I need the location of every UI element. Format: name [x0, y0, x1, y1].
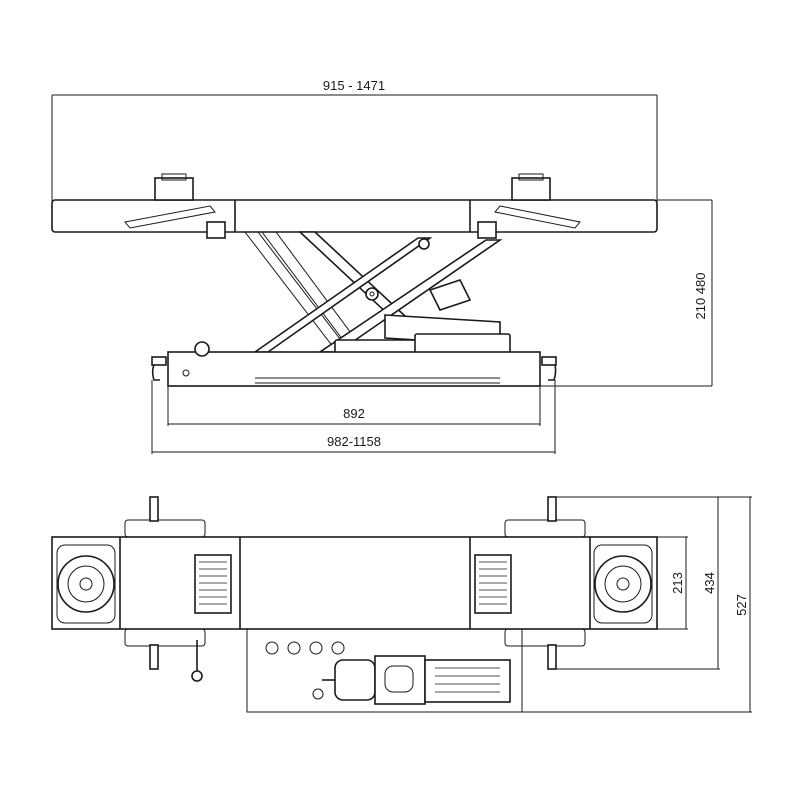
right-pad-top [593, 544, 653, 624]
release-knob [194, 341, 210, 357]
grip-block-right [474, 554, 512, 614]
wheel-bottom-left-icon [149, 644, 159, 670]
pad-spacing-label: 213 [670, 572, 685, 594]
pump-motor [334, 659, 376, 701]
top-width-label: 915 - 1471 [323, 78, 385, 93]
left-pad-top [56, 544, 116, 624]
pad-spacing-dimension: 213 [640, 536, 688, 630]
pump-base-top [246, 628, 523, 713]
wheel-top-right-icon [547, 496, 557, 522]
top-view: 213 434 527 [51, 496, 752, 713]
wheel-top-left-icon [149, 496, 159, 522]
wheel-bottom-right-icon [547, 644, 557, 670]
right-lift-pad [511, 177, 551, 201]
arm-spacing-label: 434 [702, 572, 717, 594]
base-frame [151, 341, 557, 387]
arm-spacing-dimension: 434 [556, 496, 720, 670]
left-lift-pad [154, 177, 194, 201]
total-depth-label: 527 [734, 594, 749, 616]
side-view: 915 - 1471 [51, 78, 713, 454]
scissor-mechanism [243, 231, 511, 375]
total-length-label: 982-1158 [327, 434, 381, 449]
total-depth-dimension: 527 [522, 496, 752, 713]
base-length-label: 892 [343, 406, 365, 421]
height-label: 210 480 [693, 273, 708, 320]
height-dimension: 210 480 [540, 199, 713, 387]
oil-reservoir [424, 659, 511, 703]
lift-platform [51, 173, 658, 239]
top-view-frame [51, 536, 658, 630]
total-length-dimension: 982-1158 [151, 380, 556, 454]
base-length-dimension: 892 [167, 386, 541, 426]
grip-block-left [194, 554, 232, 614]
